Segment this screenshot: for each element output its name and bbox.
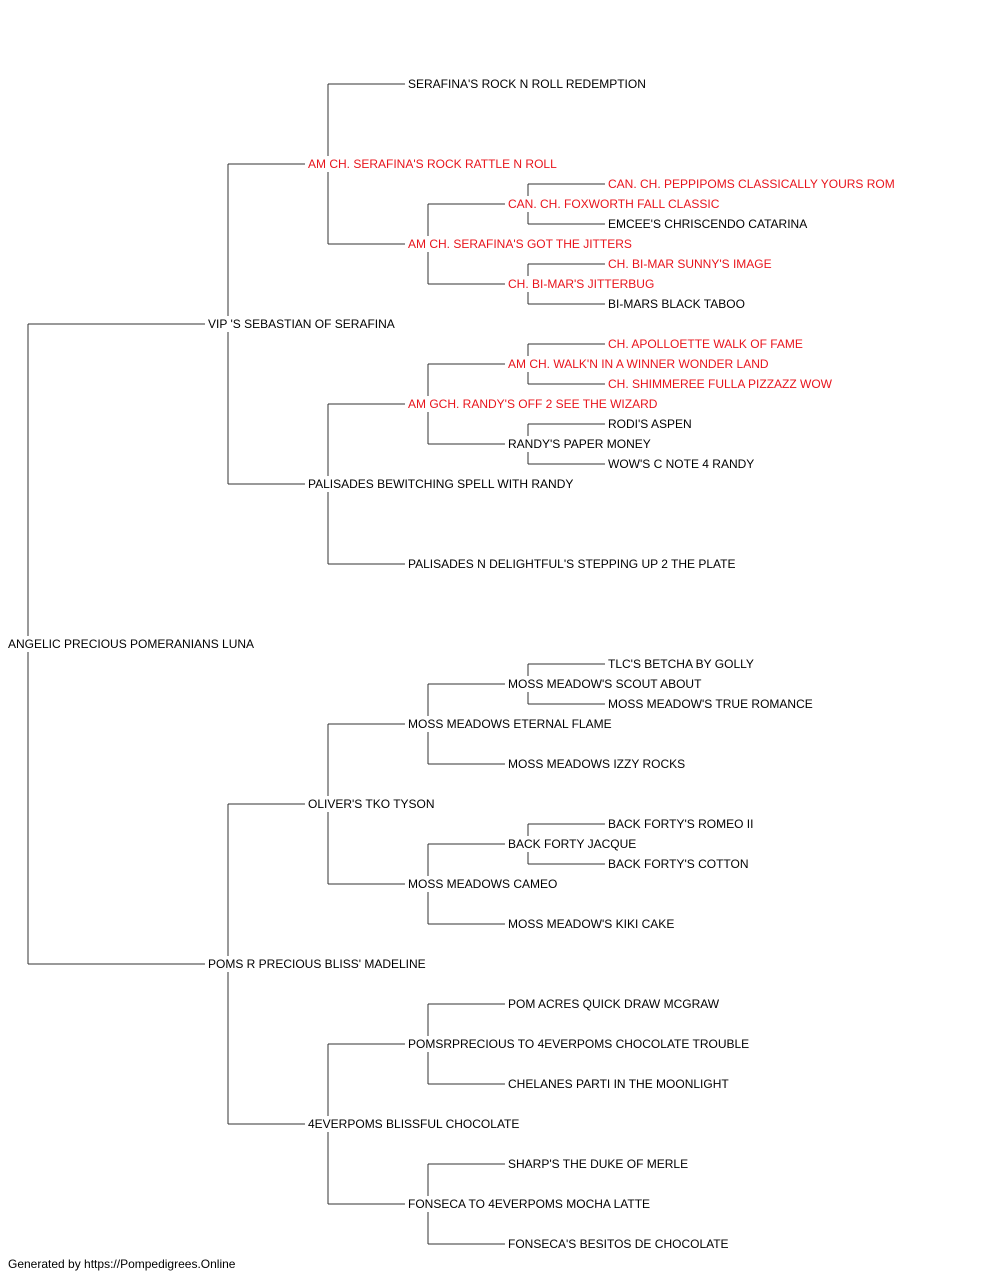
pedigree-entry-dam-dam-dam-dam: FONSECA'S BESITOS DE CHOCOLATE [508,1237,729,1251]
pedigree-entry-sire-dam: PALISADES BEWITCHING SPELL WITH RANDY [308,477,574,491]
pedigree-entry-dam-dam-sire-dam: CHELANES PARTI IN THE MOONLIGHT [508,1077,729,1091]
pedigree-entry-subject: ANGELIC PRECIOUS POMERANIANS LUNA [8,637,255,651]
pedigree-entry-sire-sire-sire: SERAFINA'S ROCK N ROLL REDEMPTION [408,77,646,91]
pedigree-entry-sire-dam-sire-sire-dam: CH. SHIMMEREE FULLA PIZZAZZ WOW [608,377,833,391]
pedigree-entry-dam: POMS R PRECIOUS BLISS' MADELINE [208,957,426,971]
pedigree-entry-sire-sire-dam-sire-dam: EMCEE'S CHRISCENDO CATARINA [608,217,808,231]
pedigree-entry-sire-sire-dam-dam: CH. BI-MAR'S JITTERBUG [508,277,655,291]
pedigree-entry-sire-sire-dam: AM CH. SERAFINA'S GOT THE JITTERS [408,237,632,251]
pedigree-entry-dam-dam-dam: FONSECA TO 4EVERPOMS MOCHA LATTE [408,1197,651,1211]
pedigree-entry-dam-sire-sire-sire-sire: TLC'S BETCHA BY GOLLY [608,657,754,671]
pedigree-entry-sire-dam-dam: PALISADES N DELIGHTFUL'S STEPPING UP 2 T… [408,557,736,571]
pedigree-entry-sire-dam-sire-sire: AM CH. WALK'N IN A WINNER WONDER LAND [508,357,769,371]
pedigree-entry-sire-dam-sire-dam-sire: RODI'S ASPEN [608,417,692,431]
pedigree-entry-dam-dam-sire: POMSRPRECIOUS TO 4EVERPOMS CHOCOLATE TRO… [408,1037,750,1051]
pedigree-entry-sire-sire-dam-sire: CAN. CH. FOXWORTH FALL CLASSIC [508,197,720,211]
pedigree-entry-sire-dam-sire-dam-dam: WOW'S C NOTE 4 RANDY [608,457,755,471]
pedigree-entry-dam-sire-sire: MOSS MEADOWS ETERNAL FLAME [408,717,612,731]
pedigree-entry-dam-dam-sire-sire: POM ACRES QUICK DRAW MCGRAW [508,997,720,1011]
pedigree-entry-sire-sire-dam-dam-dam: BI-MARS BLACK TABOO [608,297,745,311]
pedigree-entry-sire-dam-sire-dam: RANDY'S PAPER MONEY [508,437,651,451]
pedigree-entry-dam-dam-dam-sire: SHARP'S THE DUKE OF MERLE [508,1157,689,1171]
pedigree-entry-sire-sire-dam-dam-sire: CH. BI-MAR SUNNY'S IMAGE [608,257,772,271]
pedigree-entry-dam-sire-dam-sire-dam: BACK FORTY'S COTTON [608,857,749,871]
generated-by-footer: Generated by https://Pompedigrees.Online [8,1257,236,1271]
pedigree-entry-sire-sire-dam-sire-sire: CAN. CH. PEPPIPOMS CLASSICALLY YOURS ROM [608,177,895,191]
pedigree-entry-sire: VIP 'S SEBASTIAN OF SERAFINA [208,317,395,331]
pedigree-entry-dam-sire-sire-dam: MOSS MEADOWS IZZY ROCKS [508,757,686,771]
pedigree-entry-dam-sire-sire-sire: MOSS MEADOW'S SCOUT ABOUT [508,677,702,691]
pedigree-entry-dam-sire-dam-sire-sire: BACK FORTY'S ROMEO II [608,817,754,831]
pedigree-entry-dam-sire: OLIVER'S TKO TYSON [308,797,435,811]
pedigree-entry-dam-sire-dam: MOSS MEADOWS CAMEO [408,877,558,891]
pedigree-entry-sire-dam-sire: AM GCH. RANDY'S OFF 2 SEE THE WIZARD [408,397,658,411]
pedigree-entry-dam-sire-sire-sire-dam: MOSS MEADOW'S TRUE ROMANCE [608,697,813,711]
pedigree-entry-dam-dam: 4EVERPOMS BLISSFUL CHOCOLATE [308,1117,520,1131]
pedigree-entry-dam-sire-dam-sire: BACK FORTY JACQUE [508,837,637,851]
pedigree-entry-sire-dam-sire-sire-sire: CH. APOLLOETTE WALK OF FAME [608,337,803,351]
pedigree-entry-sire-sire: AM CH. SERAFINA'S ROCK RATTLE N ROLL [308,157,557,171]
pedigree-entry-dam-sire-dam-dam: MOSS MEADOW'S KIKI CAKE [508,917,675,931]
